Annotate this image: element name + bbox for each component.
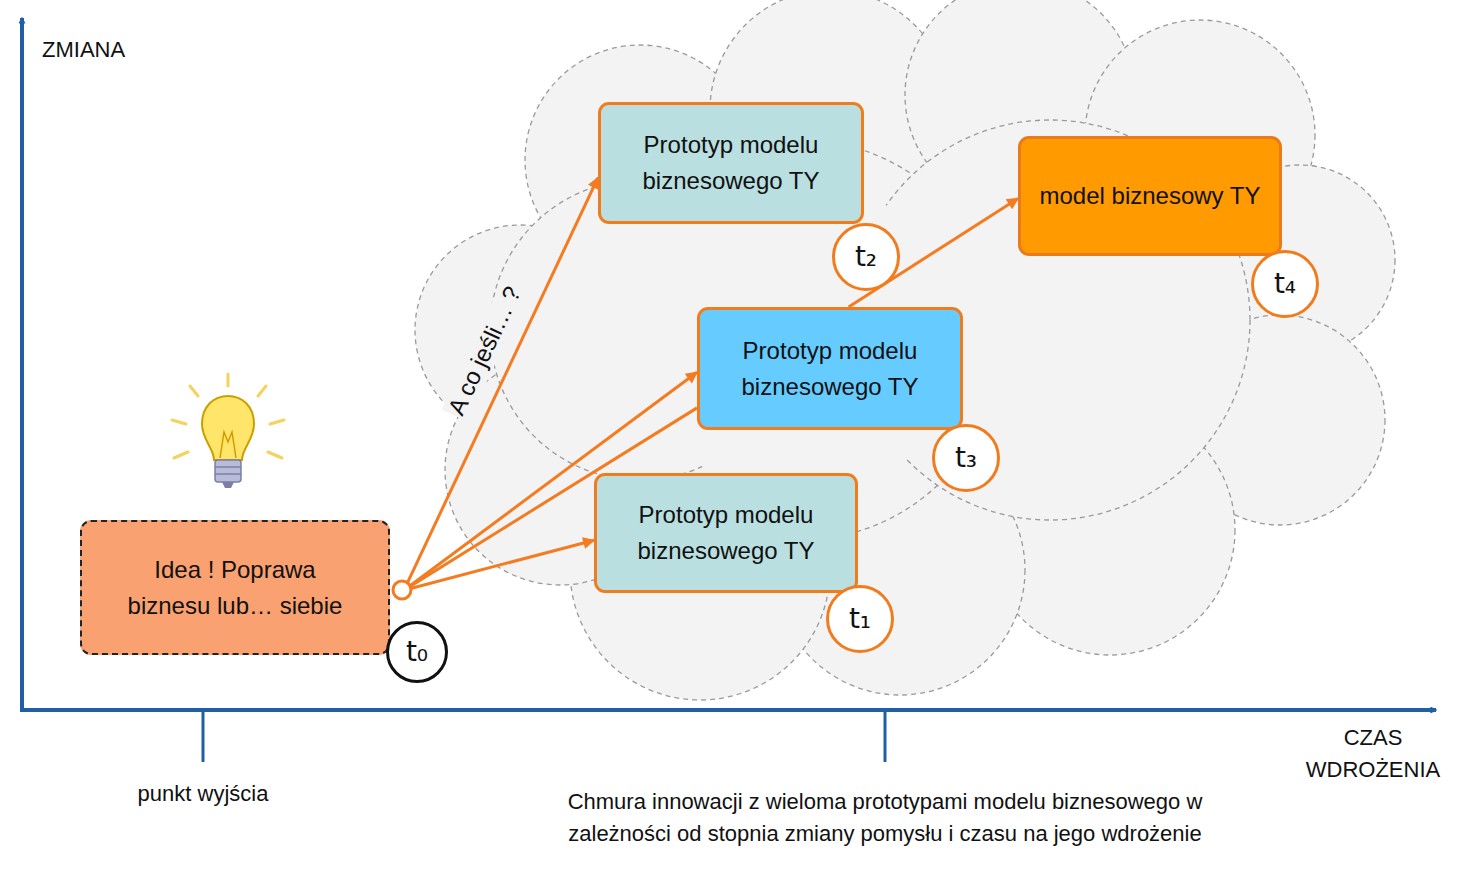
innovation-cloud: [415, 0, 1395, 700]
time-label: t₂: [855, 236, 877, 278]
caption-note: Chmura innowacji z wieloma prototypami m…: [525, 786, 1245, 850]
axis-label: CZAS WDROŻENIA: [1298, 722, 1448, 786]
business-model-box: model biznesowy TY: [1018, 136, 1282, 256]
connector-arrow: [849, 198, 1018, 307]
box-text: Prototyp modelu biznesowego TY: [714, 333, 946, 405]
start-dot: [393, 581, 411, 599]
time-circle: t₂: [832, 223, 900, 291]
lightbulb-icon: [172, 374, 284, 488]
time-label: t₄: [1274, 263, 1296, 305]
time-circle: t₃: [932, 424, 1000, 492]
prototype-box: Prototyp modelu biznesowego TY: [697, 307, 963, 430]
box-text: Prototyp modelu biznesowego TY: [615, 127, 847, 199]
prototype-box: Prototyp modelu biznesowego TY: [598, 102, 864, 224]
axis-note: punkt wyjścia: [93, 778, 313, 810]
box-text: Prototyp modelu biznesowego TY: [611, 497, 841, 569]
connector-arrow: [404, 540, 594, 590]
time-label: t₁: [849, 598, 871, 640]
box-text: model biznesowy TY: [1040, 178, 1261, 214]
axes: [20, 18, 1436, 762]
time-label: t₃: [955, 437, 977, 479]
box-text: Idea ! Poprawa biznesu lub… siebie: [96, 552, 374, 624]
time-circle: t₀: [386, 621, 448, 683]
time-label: t₀: [406, 631, 428, 673]
time-circle: t₄: [1251, 250, 1319, 318]
time-circle: t₁: [826, 585, 894, 653]
axis-label: ZMIANA: [42, 34, 162, 66]
idea-box: Idea ! Poprawa biznesu lub… siebie: [80, 520, 390, 655]
prototype-box: Prototyp modelu biznesowego TY: [594, 473, 858, 593]
